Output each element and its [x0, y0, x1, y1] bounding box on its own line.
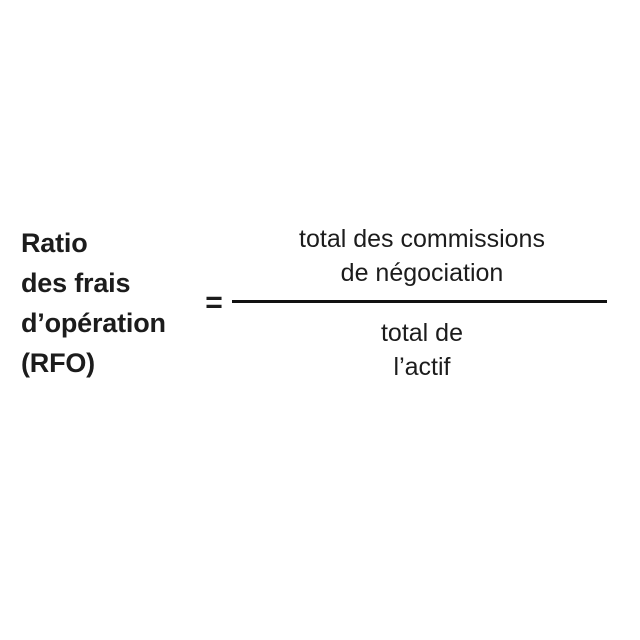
fraction-bar	[232, 300, 607, 303]
formula-equation: Ratio des frais d’opération (RFO) = tota…	[0, 222, 640, 384]
fraction-numerator: total des commissions de négociation	[232, 222, 612, 300]
numerator-line-2: de négociation	[340, 259, 504, 287]
numerator-line-1: total des commissions	[299, 225, 545, 253]
left-label-line-4: (RFO)	[21, 348, 95, 378]
denominator-line-2: l’actif	[393, 353, 451, 381]
fraction: total des commissions de négociation tot…	[232, 222, 612, 384]
left-label-line-1: Ratio	[21, 228, 88, 258]
left-label-line-3: d’opération	[21, 308, 166, 338]
denominator-line-1: total de	[380, 319, 463, 347]
left-label-line-2: des frais	[21, 268, 131, 298]
fraction-denominator: total de l’actif	[232, 303, 612, 384]
formula-left-label: Ratio des frais d’opération (RFO)	[0, 223, 196, 383]
equals-operator: =	[205, 286, 223, 319]
